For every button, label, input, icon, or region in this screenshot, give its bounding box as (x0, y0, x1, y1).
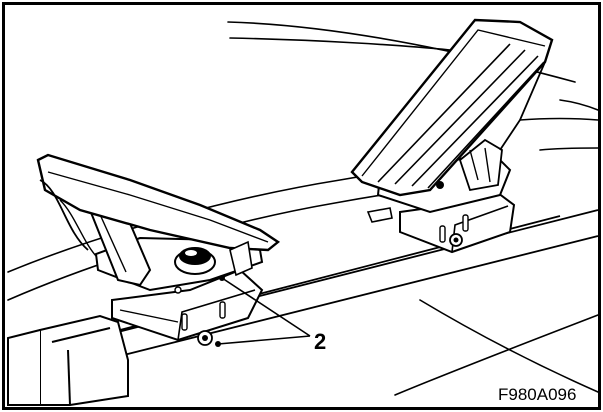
figure-code: F980A096 (498, 385, 576, 404)
callout-leader-lines (217, 277, 311, 345)
carrier-left (36, 153, 281, 346)
callout-number: 2 (314, 329, 326, 354)
callout-point-upper (219, 275, 225, 281)
bar-foot-left (7, 314, 129, 406)
carrier-right (350, 18, 554, 254)
callout-point-lower (215, 341, 221, 347)
